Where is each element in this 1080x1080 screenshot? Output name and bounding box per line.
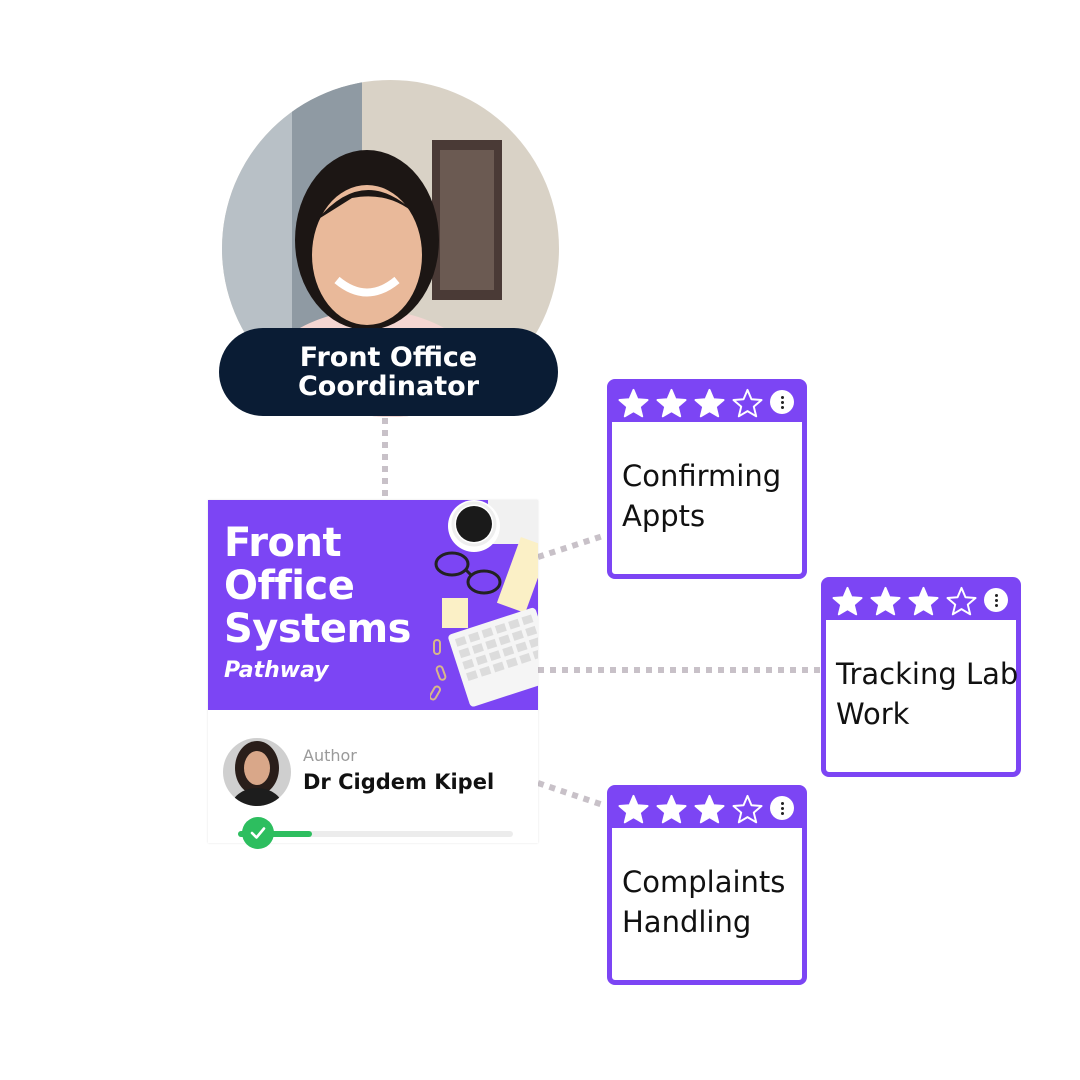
author-avatar [223,738,291,806]
more-options-icon[interactable] [770,390,794,414]
pathway-banner: Front Office Systems Pathway [208,500,538,710]
star-filled-icon[interactable] [691,388,728,418]
pathway-title: Front Office Systems [224,520,411,652]
more-options-icon[interactable] [770,796,794,820]
connector-pathway-to-skill-3 [537,780,607,809]
skill-card-tracking-lab-work[interactable]: Tracking Lab Work [821,577,1021,777]
star-filled-icon[interactable] [653,794,690,824]
skill-title: Complaints Handling [622,865,786,939]
star-filled-icon[interactable] [829,586,866,616]
star-outline-icon[interactable] [943,586,980,616]
more-options-icon[interactable] [984,588,1008,612]
star-outline-icon[interactable] [729,794,766,824]
star-filled-icon[interactable] [867,586,904,616]
skill-card-header [826,582,1016,620]
star-filled-icon[interactable] [615,388,652,418]
star-filled-icon[interactable] [905,586,942,616]
role-title: Front Office Coordinator [297,342,480,402]
progress-bar [238,831,513,837]
skill-title: Confirming Appts [622,459,782,533]
pathway-subtitle: Pathway [224,658,329,683]
star-rating[interactable] [615,794,766,824]
author-name[interactable]: Dr Cigdem Kipel [303,770,495,794]
star-filled-icon[interactable] [691,794,728,824]
skill-card-confirming-appts[interactable]: Confirming Appts [607,379,807,579]
checkmark-icon [242,817,274,849]
star-outline-icon[interactable] [729,388,766,418]
star-filled-icon[interactable] [615,794,652,824]
pathway-card[interactable]: Front Office Systems Pathway [208,500,538,849]
role-title-pill[interactable]: Front Office Coordinator [219,328,558,416]
star-rating[interactable] [829,586,980,616]
author-label: Author [303,746,357,765]
skill-card-complaints-handling[interactable]: Complaints Handling [607,785,807,985]
progress-fill [238,831,313,837]
connector-pathway-to-skill-1 [537,532,607,560]
skill-card-header [612,790,802,828]
star-rating[interactable] [615,388,766,418]
star-filled-icon[interactable] [653,388,690,418]
skill-title: Tracking Lab Work [836,657,1019,731]
desk-illustration [430,500,538,707]
skill-card-header [612,384,802,422]
